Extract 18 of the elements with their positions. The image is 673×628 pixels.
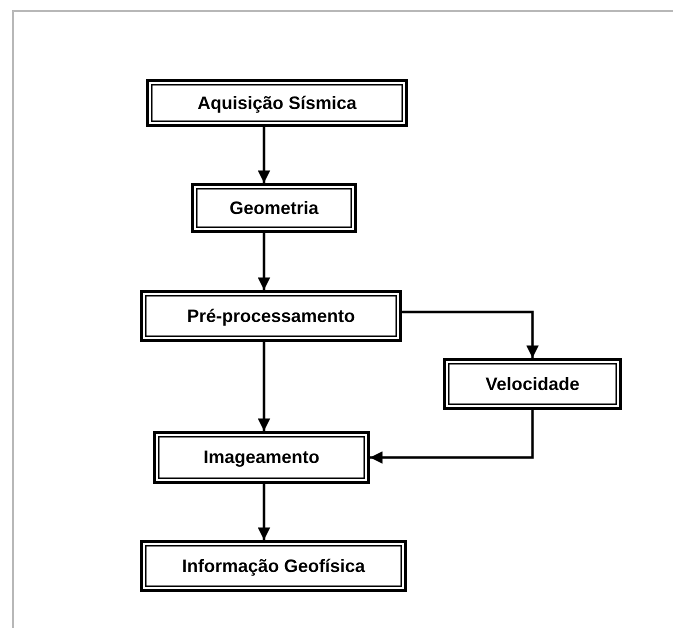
- box-label: Imageamento: [203, 447, 320, 468]
- arrow: [258, 127, 270, 183]
- box-label: Velocidade: [485, 374, 580, 394]
- process-box: [146, 79, 408, 127]
- box-label: Geometria: [229, 198, 319, 218]
- arrow: [370, 410, 534, 464]
- arrow: [402, 310, 539, 358]
- process-box: [443, 358, 622, 410]
- process-box: [140, 290, 402, 342]
- arrow: [258, 233, 270, 290]
- process-box: [153, 431, 370, 484]
- box-label: Informação Geofísica: [182, 556, 366, 576]
- box-label: Pré-processamento: [186, 306, 356, 326]
- arrow: [258, 484, 270, 540]
- process-box: [191, 183, 357, 233]
- box-label: Aquisição Sísmica: [197, 92, 357, 114]
- process-box: [140, 540, 407, 592]
- arrow: [258, 342, 270, 431]
